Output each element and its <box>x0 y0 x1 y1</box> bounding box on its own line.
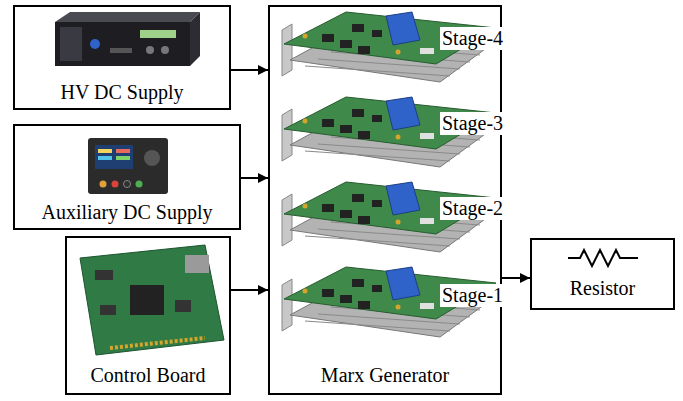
stage-label: Stage-1 <box>440 284 505 307</box>
aux-supply-readout <box>116 149 130 153</box>
arrow-connector <box>231 289 268 291</box>
supply-top <box>55 12 200 22</box>
supply-front <box>55 22 190 66</box>
box-label: Control Board <box>91 364 206 387</box>
controller-box: Control Board <box>65 236 231 395</box>
aux-supply-knob <box>144 150 160 166</box>
chip <box>100 305 116 315</box>
box-label: HV DC Supply <box>61 81 184 104</box>
supply-knob <box>146 46 154 54</box>
supply-handle <box>60 27 82 61</box>
aux-supply-readout <box>116 156 130 160</box>
control-pcb <box>80 245 224 355</box>
stage-label: Stage-3 <box>440 112 505 135</box>
connector <box>185 255 209 273</box>
stage-label: Stage-4 <box>440 27 505 50</box>
box-label: Marx Generator <box>321 364 449 387</box>
aux-supply-terminal <box>100 181 107 188</box>
edge-connector <box>110 338 205 348</box>
arrow-connector <box>502 277 530 279</box>
supply-side <box>190 12 200 66</box>
load-box: Resistor <box>530 238 675 310</box>
arrow-connector <box>231 69 268 71</box>
supply-logo <box>90 39 100 49</box>
aux-supply-readout <box>98 149 112 153</box>
supply-box: Auxiliary DC Supply <box>13 124 241 230</box>
aux-supply-screen <box>95 145 133 169</box>
supply-vent <box>110 48 132 53</box>
stage-label: Stage-2 <box>440 197 505 220</box>
aux-supply-terminal <box>112 181 119 188</box>
chip <box>175 300 191 312</box>
processor-chip <box>130 285 164 315</box>
supply-box: HV DC Supply <box>13 5 231 110</box>
arrow-connector <box>241 177 268 179</box>
aux-supply-terminal <box>136 181 143 188</box>
aux-supply-body <box>88 138 168 194</box>
aux-supply-terminal <box>124 181 131 188</box>
chip <box>95 270 113 280</box>
box-label: Resistor <box>570 277 636 300</box>
supply-display <box>140 30 176 38</box>
box-label: Auxiliary DC Supply <box>41 201 212 224</box>
supply-knob <box>161 46 169 54</box>
resistor-symbol <box>568 250 638 266</box>
aux-supply-readout <box>98 156 112 160</box>
